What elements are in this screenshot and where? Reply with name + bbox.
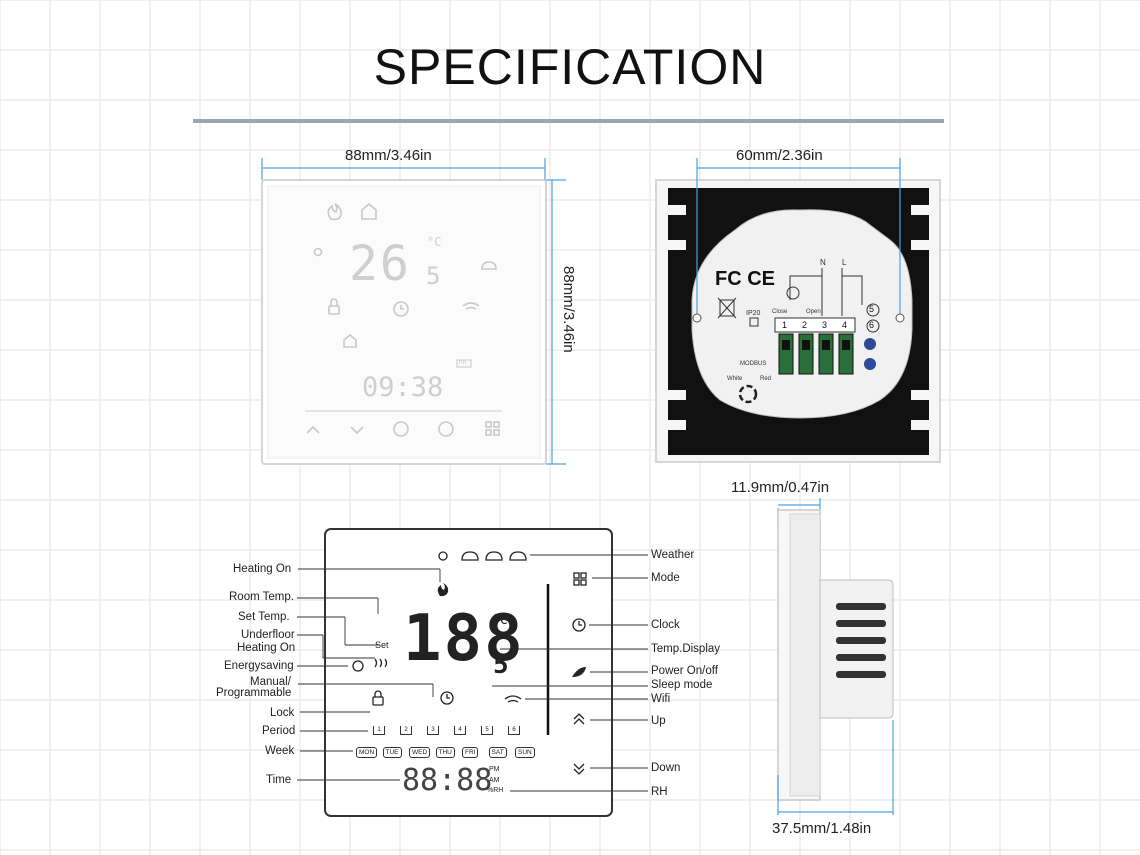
lcd-diagram: [297, 528, 648, 817]
neutral-label: N: [820, 258, 826, 267]
label-up: Up: [651, 715, 666, 727]
period-5: 5: [481, 726, 493, 735]
weekday-thu: THU: [435, 747, 455, 758]
terminal-2: 2: [802, 320, 808, 330]
period-6: 6: [508, 726, 520, 735]
period-3: 3: [427, 726, 439, 735]
weekday-sat: SAT: [488, 747, 507, 758]
label-set-temp: Set Temp.: [238, 611, 290, 623]
label-lock: Lock: [270, 707, 295, 719]
modbus-label: MODBUS: [740, 361, 767, 367]
label-period: Period: [262, 725, 296, 737]
front-temp-display: 26: [349, 236, 411, 292]
ip-rating: IP20: [746, 310, 761, 317]
diagram-time-display: 88:88: [402, 763, 493, 798]
front-height-label: 88mm/3.46in: [560, 266, 577, 353]
front-rh-badge: RH: [459, 359, 467, 366]
heating-flame-icon: [437, 583, 449, 597]
clock-button-icon: [438, 421, 454, 437]
front-unit: °C: [427, 235, 442, 249]
label-underfloor: Underfloor: [241, 629, 295, 641]
side-view: [777, 498, 894, 815]
front-width-label: 88mm/3.46in: [345, 147, 432, 164]
live-label: L: [842, 258, 847, 267]
diagram-temp-decimal: 5: [493, 650, 509, 680]
am-label: AM: [489, 777, 500, 784]
label-weather: Weather: [651, 549, 695, 561]
diagram-temp-display: 188: [403, 602, 525, 676]
rh-unit: %RH: [487, 787, 504, 794]
fc-ce-mark: FC CE: [715, 268, 775, 290]
weekday-sun: SUN: [515, 747, 535, 758]
label-manual: Manual/: [250, 676, 291, 688]
label-sleep-mode: Sleep mode: [651, 679, 713, 691]
period-2: 2: [400, 726, 412, 735]
weekday-tue: TUE: [382, 747, 402, 758]
label-underfloor-heating-on: Heating On: [237, 642, 296, 654]
terminal-1: 1: [782, 320, 788, 330]
close-label: Close: [772, 309, 788, 315]
period-1: 1: [373, 726, 385, 735]
menu-icon: [485, 421, 492, 428]
terminal-5: 5: [869, 304, 875, 314]
side-depth-top-label: 11.9mm/0.47in: [731, 479, 830, 496]
flame-icon: [327, 203, 342, 221]
diagram-set-text: Set: [375, 640, 389, 650]
back-width-label: 60mm/2.36in: [736, 147, 823, 164]
label-mode: Mode: [651, 572, 680, 584]
label-heating-on: Heating On: [233, 563, 292, 575]
period-4: 4: [454, 726, 466, 735]
home-icon: [361, 202, 377, 220]
diagram-unit: °C: [492, 613, 508, 628]
front-time-display: 09:38: [362, 372, 444, 403]
red-wire-label: Red: [760, 376, 772, 382]
label-rh: RH: [651, 786, 668, 798]
terminal-4: 4: [842, 320, 848, 330]
down-arrow-icon: [350, 426, 364, 435]
label-energysaving: Energysaving: [224, 660, 294, 672]
white-wire-label: White: [727, 376, 743, 382]
weekday-wed: WED: [409, 747, 431, 758]
page-title: SPECIFICATION: [373, 39, 767, 95]
front-temp-decimal: 5: [426, 262, 441, 290]
label-programmable: Programmable: [216, 687, 292, 699]
up-arrow-icon: [306, 425, 320, 434]
clock-icon: [393, 301, 409, 317]
label-week: Week: [265, 745, 295, 757]
power-icon: [393, 421, 409, 437]
back-panel: [655, 158, 941, 463]
weekday-mon: MON: [356, 747, 378, 758]
label-wifi: Wifi: [651, 693, 671, 705]
label-clock: Clock: [651, 619, 680, 631]
side-depth-bottom-label: 37.5mm/1.48in: [772, 820, 872, 837]
lock-icon: [328, 305, 340, 315]
open-label: Open: [806, 309, 821, 315]
label-power: Power On/off: [651, 665, 718, 677]
front-panel: [261, 158, 566, 465]
label-room-temp: Room Temp.: [229, 591, 294, 603]
home-small-icon: [343, 333, 357, 348]
weekday-fri: FRI: [462, 747, 479, 758]
sun-icon: [313, 247, 323, 257]
label-time: Time: [266, 774, 292, 786]
leaf-icon: [572, 667, 586, 677]
cloud-icon: [481, 261, 497, 270]
wifi-icon: [462, 302, 480, 310]
pm-label: PM: [489, 766, 500, 773]
terminal-6: 6: [869, 320, 875, 330]
label-temp-display: Temp.Display: [651, 643, 721, 655]
label-down: Down: [651, 762, 681, 774]
terminal-3: 3: [822, 320, 828, 330]
